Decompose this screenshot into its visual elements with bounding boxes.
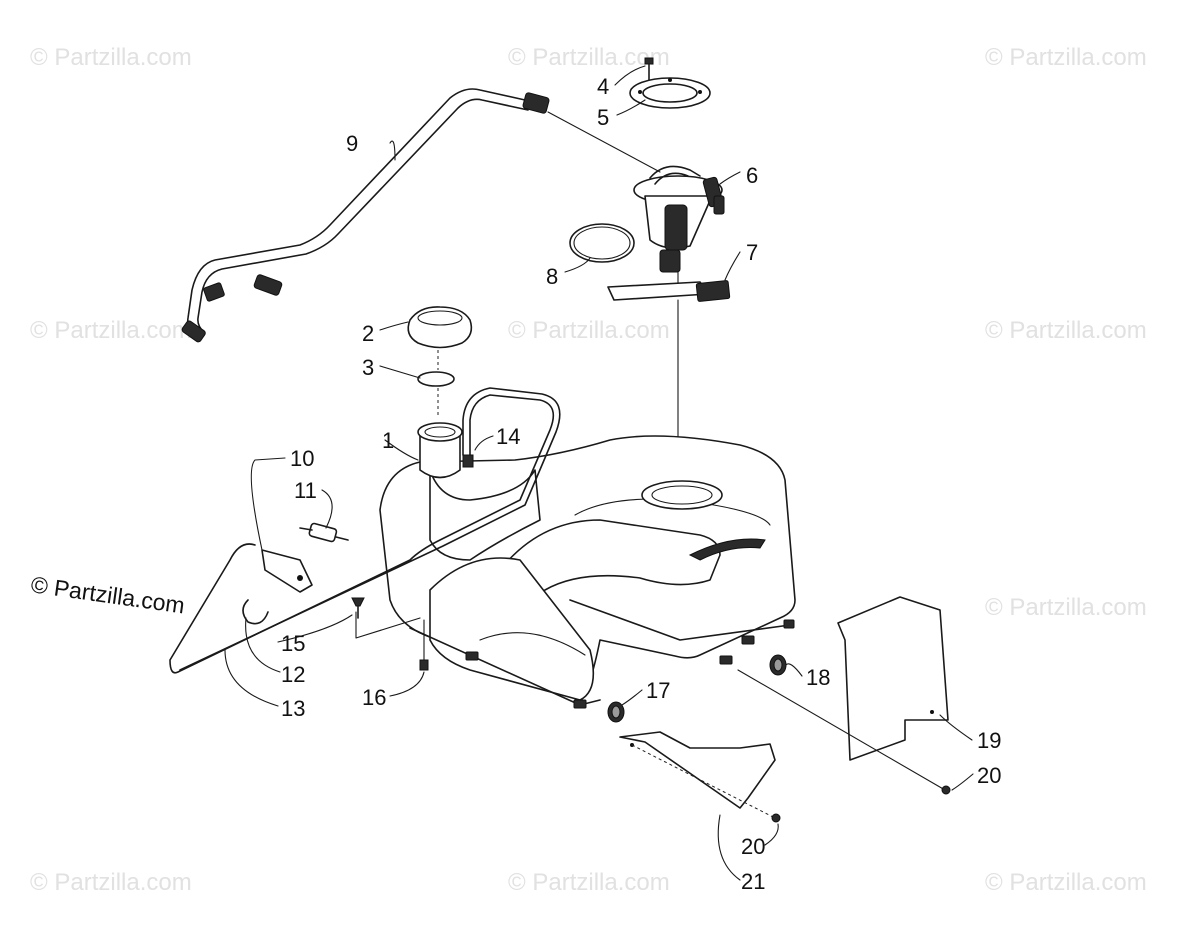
- fuel-cap: [407, 306, 473, 349]
- hose-fitting: [181, 320, 206, 343]
- callout-7: 7: [746, 240, 758, 265]
- callout-10: 10: [290, 446, 314, 471]
- callout-14: 14: [496, 424, 520, 449]
- watermark: © Partzilla.com: [985, 44, 1147, 71]
- hose-fitting: [253, 274, 283, 296]
- callout-12: 12: [281, 662, 305, 687]
- shield-screw-right: [941, 785, 951, 795]
- shield-screw-left: [771, 813, 781, 823]
- vent-fitting: [462, 454, 474, 468]
- o-ring: [569, 223, 635, 263]
- watermark: © Partzilla.com: [985, 594, 1147, 621]
- watermark: © Partzilla.com: [985, 869, 1147, 896]
- callout-3: 3: [362, 355, 374, 380]
- hose-clamp: [242, 599, 269, 625]
- fuel-pump-assembly: [633, 165, 725, 293]
- callout-4: 4: [597, 74, 609, 99]
- vent-hose: [181, 88, 550, 343]
- callout-15: 15: [281, 631, 305, 656]
- watermark: © Partzilla.com: [508, 317, 670, 344]
- heat-shield-right: [837, 596, 949, 761]
- hose-fitting: [522, 92, 550, 114]
- callout-9: 9: [346, 131, 358, 156]
- hose-fitting: [203, 282, 225, 302]
- watermark-group: © Partzilla.com © Partzilla.com © Partzi…: [30, 44, 1147, 896]
- leader-lines: [224, 65, 974, 881]
- inline-filter: [299, 522, 349, 543]
- callout-6: 6: [746, 163, 758, 188]
- fuel-level-sender: [607, 280, 731, 302]
- callout-5: 5: [597, 105, 609, 130]
- mount-screw: [351, 597, 365, 619]
- pump-gasket: [629, 77, 711, 109]
- callout-2: 2: [362, 321, 374, 346]
- callout-1: 1: [382, 428, 394, 453]
- callout-13: 13: [281, 696, 305, 721]
- watermark: © Partzilla.com: [985, 317, 1147, 344]
- cap-gasket: [417, 371, 455, 387]
- callout-21: 21: [741, 869, 765, 894]
- watermark: © Partzilla.com: [30, 869, 192, 896]
- callout-16: 16: [362, 685, 386, 710]
- watermark: © Partzilla.com: [30, 44, 192, 71]
- callout-19: 19: [977, 728, 1001, 753]
- callout-20-lower: 20: [741, 834, 765, 859]
- callout-11: 11: [294, 478, 317, 503]
- pump-screw: [644, 57, 654, 81]
- callout-17: 17: [646, 678, 670, 703]
- callout-18: 18: [806, 665, 830, 690]
- callout-labels: 1 2 3 4 5 6 7 8 9 10 11 12 13 14 15 16 1…: [281, 74, 1001, 894]
- partzilla-credit: © Partzilla.com: [29, 571, 186, 618]
- callout-20: 20: [977, 763, 1001, 788]
- watermark: © Partzilla.com: [30, 317, 192, 344]
- hose-bracket: [261, 549, 313, 593]
- tank-bolt: [419, 619, 429, 671]
- fuel-tank: [379, 422, 796, 709]
- heat-shield-left: [619, 731, 776, 809]
- callout-8: 8: [546, 264, 558, 289]
- watermark: © Partzilla.com: [508, 869, 670, 896]
